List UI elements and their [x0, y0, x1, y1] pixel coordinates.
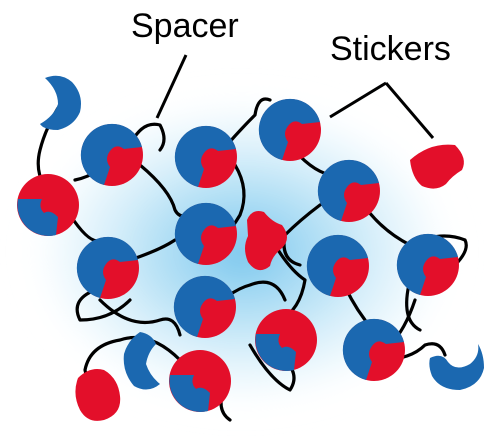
free-blue-sticker-icon	[40, 75, 484, 390]
label-pointer-lines	[155, 54, 435, 139]
stickers-pointer-left	[329, 81, 387, 119]
stickers-pointer-right	[384, 82, 435, 139]
free-red-sticker-icon	[75, 144, 464, 421]
spacer-label: Spacer	[131, 7, 239, 45]
spacer-pointer	[155, 54, 188, 119]
stickers-label: Stickers	[330, 30, 451, 68]
